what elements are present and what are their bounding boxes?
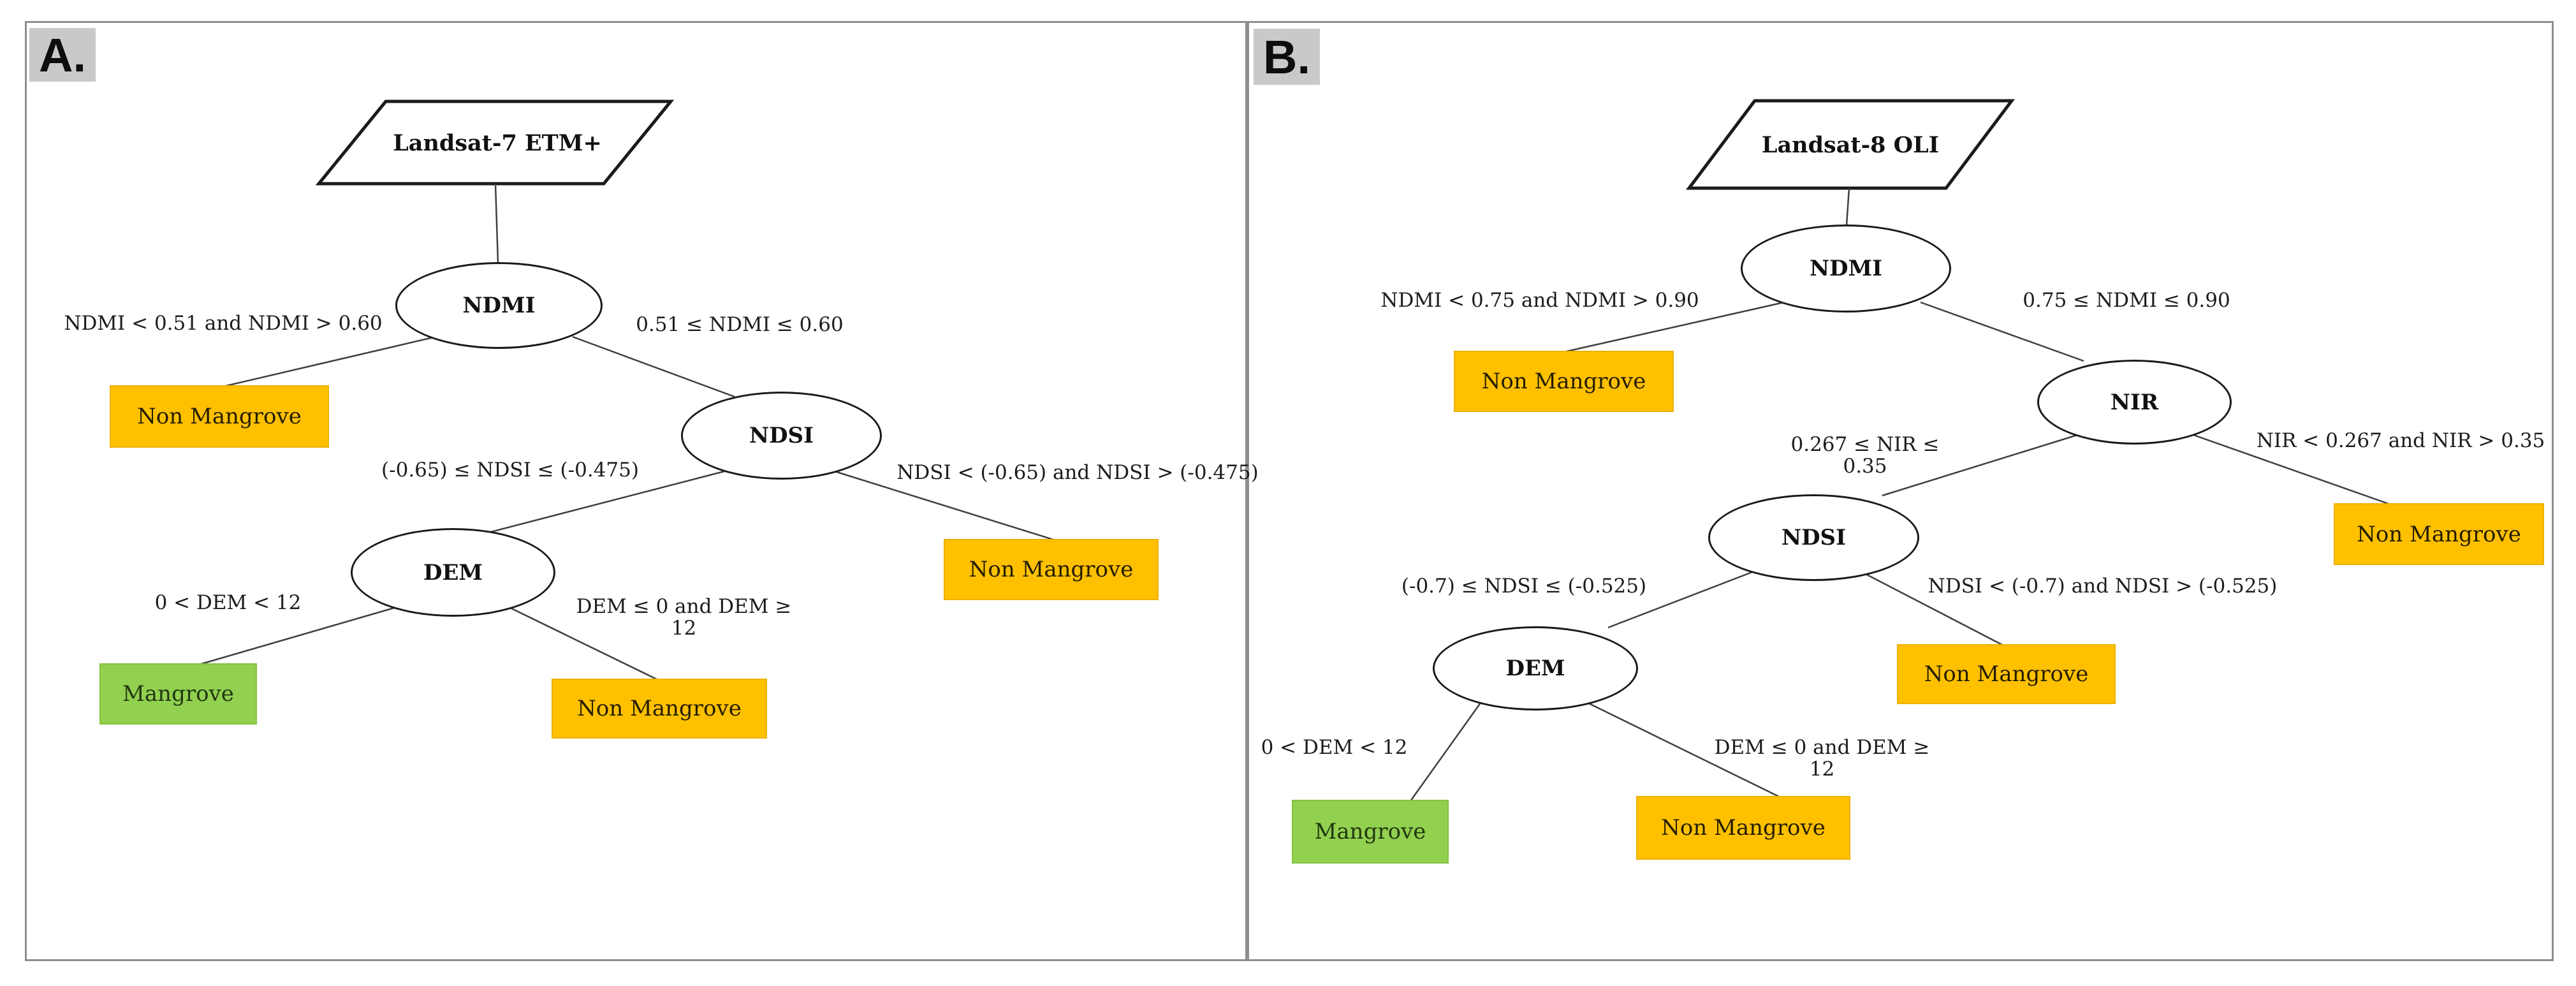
- tree-edge: [1587, 702, 1781, 798]
- decision-node-dem-a: DEM: [351, 528, 555, 617]
- tree-edge: [1882, 434, 2078, 497]
- edge-label-ndsi-left-a: (-0.65) ≤ NDSI ≤ (-0.475): [381, 459, 639, 482]
- leaf-non-mangrove: Non Mangrove: [552, 679, 767, 739]
- edge-label-ndmi-right-b: 0.75 ≤ NDMI ≤ 0.90: [2023, 289, 2230, 312]
- panel-label-a: A.: [29, 28, 96, 82]
- tree-edge: [198, 606, 397, 666]
- tree-edge: [508, 606, 659, 681]
- edge-label-ndmi-left-b: NDMI < 0.75 and NDMI > 0.90: [1380, 289, 1699, 312]
- tree-edge: [1861, 571, 2004, 647]
- panel-label-b: B.: [1254, 29, 1320, 85]
- edge-label-ndsi-right-a: NDSI < (-0.65) and NDSI > (-0.475): [896, 461, 1259, 484]
- source-label-landsat8: Landsat-8 OLI: [1761, 131, 1940, 158]
- edge-label-ndsi-right-b: NDSI < (-0.7) and NDSI > (-0.525): [1928, 575, 2278, 598]
- tree-edge: [1563, 301, 1785, 353]
- source-label-landsat7: Landsat-7 ETM+: [393, 129, 602, 156]
- decision-node-ndmi-a: NDMI: [395, 262, 603, 349]
- tree-edge: [1607, 571, 1753, 629]
- decision-node-ndmi-b: NDMI: [1741, 224, 1951, 313]
- tree-edge: [1409, 702, 1482, 802]
- leaf-non-mangrove: Non Mangrove: [110, 385, 329, 448]
- edge-label-ndsi-left-b: (-0.7) ≤ NDSI ≤ (-0.525): [1401, 575, 1647, 598]
- leaf-non-mangrove: Non Mangrove: [2334, 503, 2544, 565]
- decision-node-ndsi-b: NDSI: [1708, 494, 1919, 581]
- decision-node-ndsi-a: NDSI: [681, 392, 882, 480]
- decision-node-nir-b: NIR: [2037, 360, 2232, 445]
- edge-label-ndmi-left-a: NDMI < 0.51 and NDMI > 0.60: [64, 312, 383, 335]
- leaf-non-mangrove: Non Mangrove: [1454, 351, 1674, 412]
- tree-edge: [223, 335, 439, 388]
- tree-edge: [572, 335, 735, 398]
- edge-label-dem-left-a: 0 < DEM < 12: [154, 591, 302, 614]
- edge-label-nir-right-b: NIR < 0.267 and NIR > 0.35: [2256, 429, 2545, 452]
- edge-label-ndmi-right-a: 0.51 ≤ NDMI ≤ 0.60: [636, 313, 844, 336]
- leaf-non-mangrove: Non Mangrove: [1636, 796, 1850, 860]
- leaf-non-mangrove: Non Mangrove: [944, 539, 1159, 600]
- tree-edge: [1920, 301, 2084, 362]
- edge-label-dem-left-b: 0 < DEM < 12: [1261, 736, 1408, 759]
- tree-edge: [1845, 188, 1850, 226]
- tree-edge: [836, 471, 1056, 541]
- edge-label-dem-right-a: DEM ≤ 0 and DEM ≥ 12: [576, 595, 792, 640]
- edge-label-dem-right-b: DEM ≤ 0 and DEM ≥ 12: [1714, 736, 1930, 781]
- leaf-non-mangrove: Non Mangrove: [1897, 644, 2116, 704]
- source-shape-a: [315, 99, 675, 186]
- tree-edge: [494, 183, 499, 263]
- leaf-mangrove: Mangrove: [99, 663, 257, 725]
- tree-edge: [2193, 434, 2393, 506]
- edge-label-nir-left-b: 0.267 ≤ NIR ≤ 0.35: [1790, 433, 1940, 478]
- panel-a: [25, 21, 1247, 961]
- source-shape-b: [1685, 99, 2016, 190]
- tree-edge: [485, 469, 728, 534]
- decision-node-dem-b: DEM: [1433, 626, 1638, 710]
- leaf-mangrove: Mangrove: [1292, 800, 1449, 864]
